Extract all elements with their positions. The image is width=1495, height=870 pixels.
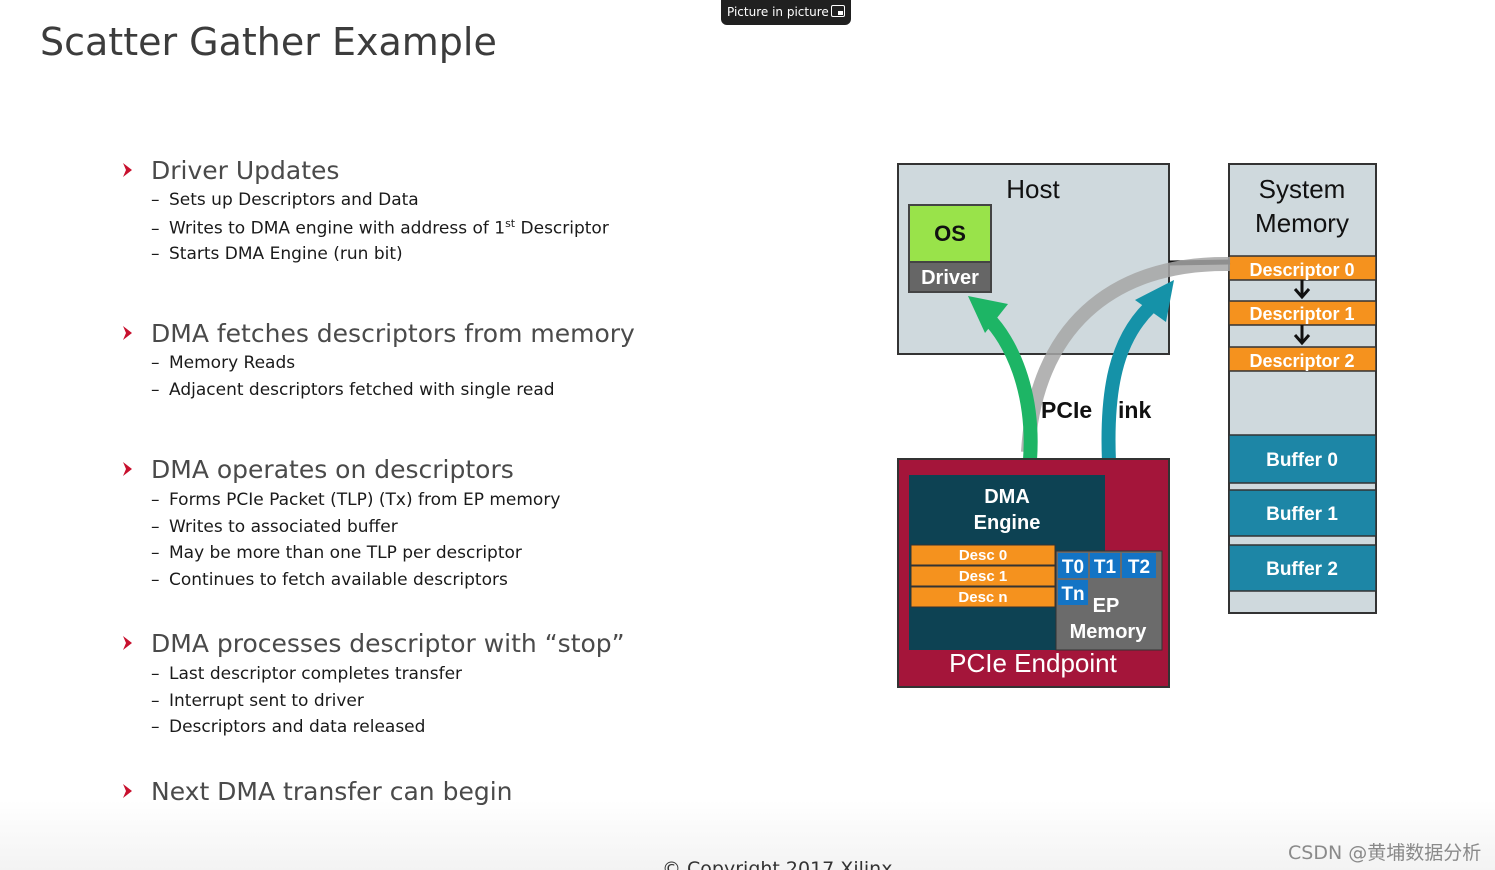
tlp-t2 <box>1122 553 1156 578</box>
dma-engine-label-1: DMA <box>984 486 1030 508</box>
buffer-0 <box>1228 434 1377 484</box>
tlp-t2-label: T2 <box>1128 557 1150 578</box>
slide-title: Scatter Gather Example <box>40 20 497 64</box>
os-label: OS <box>934 221 966 246</box>
sub-item: –Last descriptor completes transfer <box>151 664 463 684</box>
pip-label: Picture in picture <box>727 5 829 19</box>
sub-item: –Descriptors and data released <box>151 717 426 737</box>
buffer-1-label: Buffer 1 <box>1266 504 1338 525</box>
driver-arrow-head-icon <box>968 296 1008 333</box>
system-memory-box <box>1228 163 1377 614</box>
dma-engine-label-2: Engine <box>974 512 1041 534</box>
sub-item: –Starts DMA Engine (run bit) <box>151 244 403 264</box>
bullet-heading: DMA fetches descriptors from memory <box>151 319 635 348</box>
driver-box <box>908 261 992 293</box>
pcie-endpoint-label: PCIe Endpoint <box>949 648 1117 678</box>
tlp-t0-label: T0 <box>1062 557 1084 578</box>
sub-item: –Writes to associated buffer <box>151 517 398 537</box>
memory-arrow-head-icon <box>1135 280 1174 322</box>
system-memory-label-2: Memory <box>1255 208 1349 238</box>
descriptor-1-label: Descriptor 1 <box>1249 304 1354 324</box>
buffer-2 <box>1228 544 1377 592</box>
bullet-heading: DMA operates on descriptors <box>151 455 514 484</box>
pcie-link-label-right: ink <box>1118 397 1151 423</box>
sub-item: –Adjacent descriptors fetched with singl… <box>151 380 555 400</box>
tlp-t1 <box>1090 553 1120 578</box>
buffer-2-label: Buffer 2 <box>1266 559 1338 580</box>
chevron-right-icon <box>123 636 132 650</box>
sub-item: –Memory Reads <box>151 353 296 373</box>
csdn-watermark: CSDN @黄埔数据分析 <box>1288 842 1482 864</box>
sub-item: –Sets up Descriptors and Data <box>151 190 419 210</box>
ep-memory-label-1: EP <box>1093 595 1120 617</box>
os-box <box>908 204 992 263</box>
picture-in-picture-button[interactable]: Picture in picture <box>721 0 851 25</box>
descriptor-0-label: Descriptor 0 <box>1249 260 1354 280</box>
chevron-right-icon <box>123 163 132 177</box>
system-memory-label-1: System <box>1259 174 1346 204</box>
sub-item: –Forms PCIe Packet (TLP) (Tx) from EP me… <box>151 490 561 510</box>
desc-n-label: Desc n <box>958 589 1007 606</box>
descriptor-2-label: Descriptor 2 <box>1249 351 1354 371</box>
desc-n <box>910 586 1056 608</box>
tlp-t1-label: T1 <box>1094 557 1117 578</box>
desc-1-label: Desc 1 <box>959 568 1007 585</box>
buffer-0-label: Buffer 0 <box>1266 450 1338 471</box>
driver-arrow <box>982 313 1038 461</box>
sub-item: –Continues to fetch available descriptor… <box>151 570 508 590</box>
tlp-tn-label: Tn <box>1061 584 1084 605</box>
desc-0-label: Desc 0 <box>959 547 1007 564</box>
memory-arrow <box>1101 301 1155 463</box>
descriptor-2 <box>1228 346 1377 372</box>
descriptor-chain-arrow-icon <box>1293 280 1311 300</box>
chevron-right-icon <box>123 784 132 798</box>
bullet-heading: Driver Updates <box>151 156 340 185</box>
sub-item: –Interrupt sent to driver <box>151 691 364 711</box>
bullet-heading: Next DMA transfer can begin <box>151 777 513 806</box>
descriptor-0 <box>1228 255 1377 281</box>
buffer-1 <box>1228 489 1377 537</box>
descriptor-chain-arrow-icon <box>1293 325 1311 346</box>
bullet-heading: DMA processes descriptor with “stop” <box>151 629 625 658</box>
tlp-t0 <box>1058 553 1088 578</box>
host-label: Host <box>1006 174 1060 204</box>
tlp-tn <box>1058 580 1088 605</box>
slide-footer: © Copyright 2017 Xilinx <box>662 858 893 870</box>
chevron-right-icon <box>123 462 132 476</box>
desc-0 <box>910 544 1056 566</box>
slide-background-fade <box>0 800 1495 870</box>
ep-memory-label-2: Memory <box>1070 621 1148 643</box>
sub-item: –May be more than one TLP per descriptor <box>151 543 522 563</box>
sub-item: –Writes to DMA engine with address of 1s… <box>151 217 609 239</box>
picture-in-picture-icon <box>831 5 845 17</box>
pcie-link-label-left: PCIe <box>1041 397 1092 423</box>
desc-1 <box>910 565 1056 587</box>
chevron-right-icon <box>123 326 132 340</box>
driver-label: Driver <box>921 267 979 289</box>
